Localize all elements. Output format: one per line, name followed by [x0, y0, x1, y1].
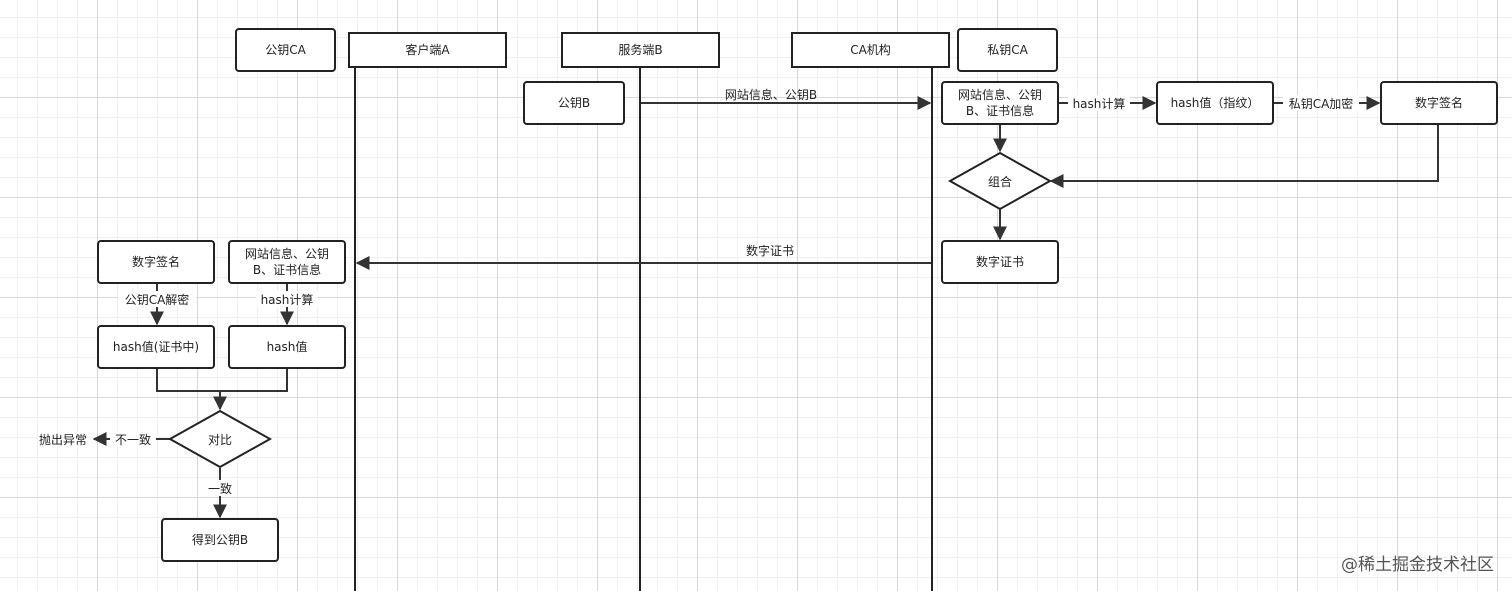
get-public-key-box: 得到公钥B: [161, 518, 279, 562]
public-ca-label: 公钥CA: [265, 43, 306, 57]
watermark: @稀土掘金技术社区: [1341, 555, 1494, 575]
encrypt-label: 私钥CA加密: [1289, 96, 1354, 111]
public-key-b-label: 公钥B: [558, 96, 590, 110]
client-header-label: 客户端A: [405, 42, 450, 57]
server-header: 服务端B: [561, 32, 720, 68]
signature-ca-box: 数字签名: [1380, 81, 1498, 125]
site-info-client-line1: 网站信息、公钥: [245, 246, 329, 261]
private-ca-label: 私钥CA: [987, 43, 1028, 57]
private-ca-box: 私钥CA: [957, 28, 1058, 72]
hash-calc-client-label: hash计算: [261, 292, 314, 307]
signature-client-label: 数字签名: [132, 254, 180, 269]
hash-in-cert-box: hash值(证书中): [97, 325, 215, 369]
signature-client-box: 数字签名: [97, 240, 215, 284]
hash-value-box: hash值: [228, 325, 346, 369]
site-info-ca-line2: B、证书信息: [966, 103, 1034, 118]
hash-in-cert-label: hash值(证书中): [113, 339, 199, 354]
get-public-key-label: 得到公钥B: [192, 532, 248, 547]
public-key-b-box: 公钥B: [523, 81, 625, 125]
certificate-label: 数字证书: [976, 254, 1024, 269]
send-info-label: 网站信息、公钥B: [725, 87, 817, 102]
public-ca-box: 公钥CA: [235, 28, 336, 72]
signature-ca-label: 数字签名: [1415, 95, 1463, 110]
decrypt-label: 公钥CA解密: [125, 292, 190, 307]
hash-value-label: hash值: [267, 339, 308, 354]
hash-to-compare-arrow: [213, 369, 288, 411]
combine-diamond: 组合: [947, 151, 1053, 211]
hash-value-fingerprint-box: hash值（指纹）: [1156, 81, 1274, 125]
combine-label: 组合: [988, 174, 1012, 189]
hash-calc-ca-label: hash计算: [1073, 96, 1126, 111]
certificate-box: 数字证书: [941, 240, 1059, 284]
hash-in-cert-to-compare-line: [156, 369, 220, 392]
site-info-client-box: 网站信息、公钥 B、证书信息: [228, 240, 346, 284]
ca-header: CA机构: [791, 32, 950, 68]
server-header-label: 服务端B: [618, 42, 662, 57]
site-info-ca-box: 网站信息、公钥 B、证书信息: [941, 81, 1059, 125]
client-header: 客户端A: [348, 32, 507, 68]
throw-exception-label: 抛出异常: [39, 432, 87, 447]
match-label: 一致: [208, 482, 232, 496]
compare-diamond: 对比: [167, 409, 273, 469]
mismatch-label: 不一致: [115, 433, 151, 447]
signature-to-combine-arrow: [1049, 125, 1439, 188]
send-cert-label: 数字证书: [746, 243, 794, 258]
compare-label: 对比: [208, 433, 232, 447]
site-info-client-line2: B、证书信息: [253, 262, 321, 277]
site-info-ca-line1: 网站信息、公钥: [958, 87, 1042, 102]
ca-header-label: CA机构: [850, 42, 891, 57]
hash-value-fingerprint-label: hash值（指纹）: [1171, 95, 1260, 110]
